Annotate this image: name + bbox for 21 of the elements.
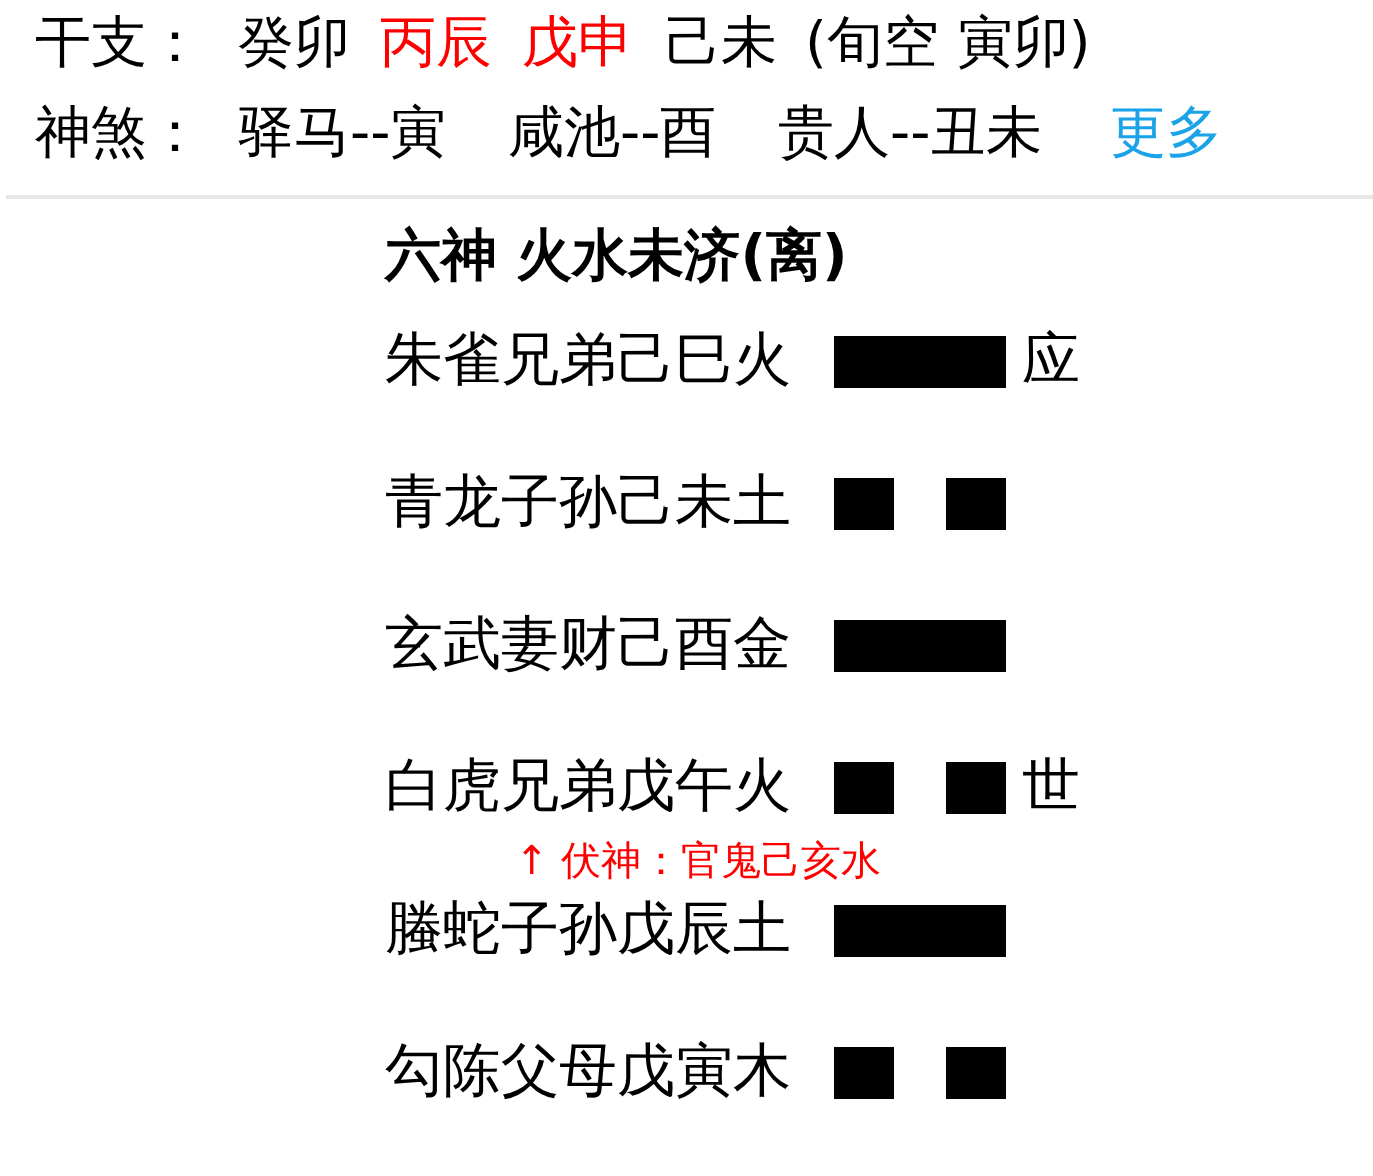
line-label: 螣蛇子孙戊辰土 bbox=[385, 899, 791, 958]
stem-branch: 戊申 bbox=[522, 14, 634, 71]
stem-branch: 癸卯 bbox=[238, 14, 350, 71]
line-label: 朱雀兄弟己巳火 bbox=[385, 330, 791, 389]
field-label: 神煞： bbox=[35, 104, 203, 161]
stem-branch: 己未 bbox=[665, 14, 777, 71]
line-label: 白虎兄弟戊午火 bbox=[385, 756, 791, 815]
field-label: 干支： bbox=[35, 14, 203, 71]
line-label: 勾陈父母戊寅木 bbox=[385, 1041, 791, 1100]
hexagram-title: 六神 火水未济(离) bbox=[385, 227, 848, 284]
spirit-item: 贵人--丑未 bbox=[778, 104, 1043, 161]
line-label: 青龙子孙己未土 bbox=[385, 472, 791, 531]
void-note: (旬空 寅卯) bbox=[805, 14, 1091, 71]
spirit-item: 驿马--寅 bbox=[238, 104, 447, 161]
hidden-spirit-note: ↑ 伏神：官鬼己亥水 bbox=[515, 840, 882, 880]
stem-branch: 丙辰 bbox=[380, 14, 492, 71]
position-mark: 世 bbox=[1022, 756, 1080, 815]
line-label: 玄武妻财己酉金 bbox=[385, 614, 791, 673]
more-link: 更多 bbox=[1110, 104, 1222, 161]
spirit-item: 咸池--酉 bbox=[508, 104, 717, 161]
position-mark: 应 bbox=[1022, 330, 1080, 389]
